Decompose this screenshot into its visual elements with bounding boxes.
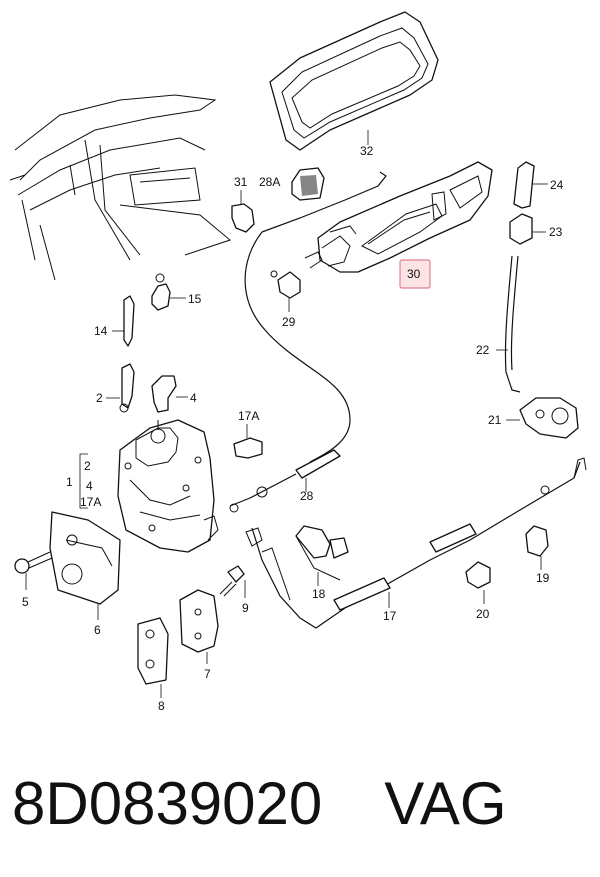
group-label-17a: 17A <box>80 495 101 509</box>
part-number-footer: 8D0839020 VAG <box>12 768 592 838</box>
callout-21: 21 <box>488 413 502 427</box>
highlight-box-part-30 <box>399 259 431 289</box>
part-5-screw <box>14 551 53 590</box>
group-label-2: 2 <box>84 459 91 473</box>
callout-24: 24 <box>550 178 564 192</box>
part-24-lock-button <box>513 161 548 209</box>
brand-label: VAG <box>384 769 507 837</box>
callout-28: 28 <box>300 489 314 503</box>
part-28a-pad <box>291 167 325 201</box>
part-15-bracket <box>151 273 186 311</box>
callout-15: 15 <box>188 292 202 306</box>
callout-32: 32 <box>360 144 374 158</box>
callout-19: 19 <box>536 571 550 585</box>
callout-30: 30 <box>407 267 421 281</box>
callout-23: 23 <box>549 225 563 239</box>
callout-6: 6 <box>94 623 101 637</box>
callout-8: 8 <box>158 699 165 713</box>
part-31-clip <box>231 190 255 233</box>
callout-22: 22 <box>476 343 490 357</box>
callout-2: 2 <box>96 391 103 405</box>
callout-31: 31 <box>234 175 248 189</box>
callout-17a: 17A <box>238 409 259 423</box>
part-17-cable <box>245 457 587 629</box>
group-label-4: 4 <box>86 479 93 493</box>
part-number: 8D0839020 <box>12 769 323 837</box>
callout-18: 18 <box>312 587 326 601</box>
callout-14: 14 <box>94 324 108 338</box>
part-18-fastener <box>295 525 349 586</box>
callout-20: 20 <box>476 607 490 621</box>
callout-4: 4 <box>190 391 197 405</box>
callout-labels: 32 31 28A 24 23 30 29 15 14 22 2 4 17A 2… <box>22 144 564 713</box>
callout-28a: 28A <box>259 175 280 189</box>
part-9-screw <box>219 565 246 598</box>
part-23-grommet <box>509 213 546 245</box>
callout-29: 29 <box>282 315 296 329</box>
part-30-outer-door-handle <box>304 161 493 273</box>
part-2-rod-end <box>106 363 135 413</box>
part-32-handle-gasket <box>269 11 439 151</box>
part-22-rod <box>496 255 521 393</box>
callout-5: 5 <box>22 595 29 609</box>
part-28-cable <box>229 449 341 513</box>
part-19-clip <box>525 525 549 570</box>
part-4-elbow <box>151 375 188 413</box>
part-1-door-lock <box>117 419 219 553</box>
group-label-1: 1 <box>66 475 73 489</box>
part-21-actuator <box>506 397 579 439</box>
part-29-clip <box>270 270 301 299</box>
part-6-striker-plate <box>49 511 121 620</box>
part-14-rod <box>112 295 135 347</box>
part-17a-connector <box>233 424 263 459</box>
part-20-clip <box>465 561 491 604</box>
part-8-plate <box>137 617 169 698</box>
part-7-plate <box>179 589 219 664</box>
callout-7: 7 <box>204 667 211 681</box>
callout-9: 9 <box>242 601 249 615</box>
callout-17: 17 <box>383 609 397 623</box>
door-body-outline <box>9 94 232 281</box>
